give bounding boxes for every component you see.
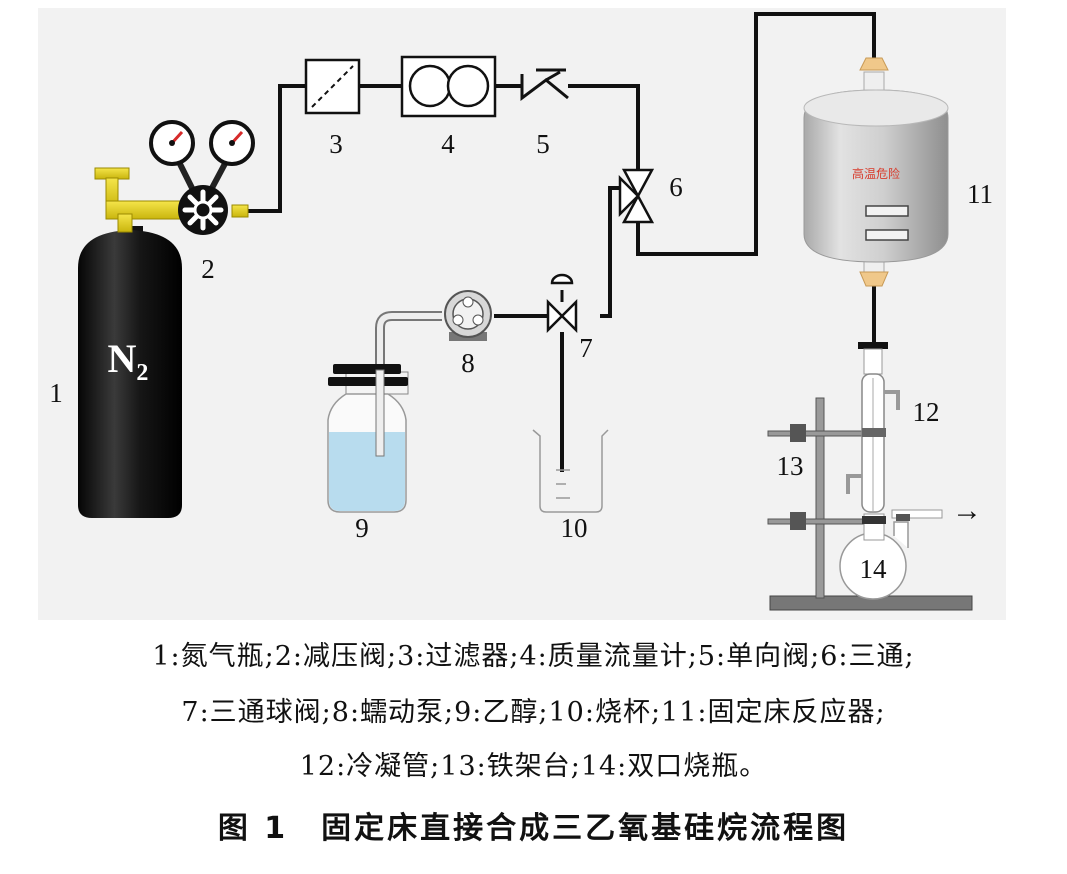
mass-flow-meter	[400, 55, 497, 118]
reactor-warning-label: 高温危险	[852, 166, 900, 181]
label-1: 1	[49, 378, 63, 408]
three-way-valve	[618, 168, 655, 224]
legend-line-3: 12:冷凝管;13:铁架台;14:双口烧瓶。	[299, 751, 768, 782]
label-5: 5	[536, 129, 550, 159]
label-11: 11	[967, 179, 993, 209]
pressure-gauge-icon	[209, 120, 255, 166]
label-3: 3	[329, 129, 343, 159]
check-valve	[520, 68, 569, 101]
two-neck-flask: →	[839, 494, 982, 600]
label-14: 14	[860, 554, 888, 584]
peristaltic-pump	[444, 290, 492, 341]
outflow-arrow: →	[952, 494, 982, 527]
reactor-window	[865, 229, 909, 241]
nitrogen-cylinder: N₂	[78, 226, 182, 518]
filter	[304, 58, 361, 115]
label-12: 12	[913, 397, 940, 427]
ethanol-suction-tube	[375, 311, 442, 455]
label-4: 4	[441, 129, 455, 159]
figure-caption: 图 1 固定床直接合成三乙氧基硅烷流程图	[217, 811, 850, 846]
condenser	[846, 342, 900, 513]
three-way-ball-valve	[546, 273, 578, 334]
label-6: 6	[669, 172, 683, 202]
fixed-bed-reactor: 高温危险	[803, 57, 949, 287]
label-9: 9	[355, 513, 369, 543]
pressure-gauge-icon	[149, 120, 195, 166]
label-2: 2	[201, 254, 215, 284]
label-10: 10	[561, 513, 588, 543]
beaker	[532, 429, 609, 513]
cylinder-label: N₂	[108, 336, 149, 381]
label-13: 13	[777, 451, 804, 481]
component-numbers: 1 2 3 4 5 6 7 8 9 10 11 12 13 14	[49, 129, 993, 584]
label-8: 8	[461, 348, 475, 378]
reactor-window	[865, 205, 909, 217]
pressure-reducing-valve	[94, 120, 255, 235]
legend-line-2: 7:三通球阀;8:蠕动泵;9:乙醇;10:烧杯;11:固定床反应器;	[181, 697, 886, 728]
ethanol-bottle	[327, 364, 409, 513]
legend-line-1: 1:氮气瓶;2:减压阀;3:过滤器;4:质量流量计;5:单向阀;6:三通;	[152, 641, 915, 672]
label-7: 7	[579, 333, 593, 363]
gas-pipeline	[248, 12, 876, 472]
